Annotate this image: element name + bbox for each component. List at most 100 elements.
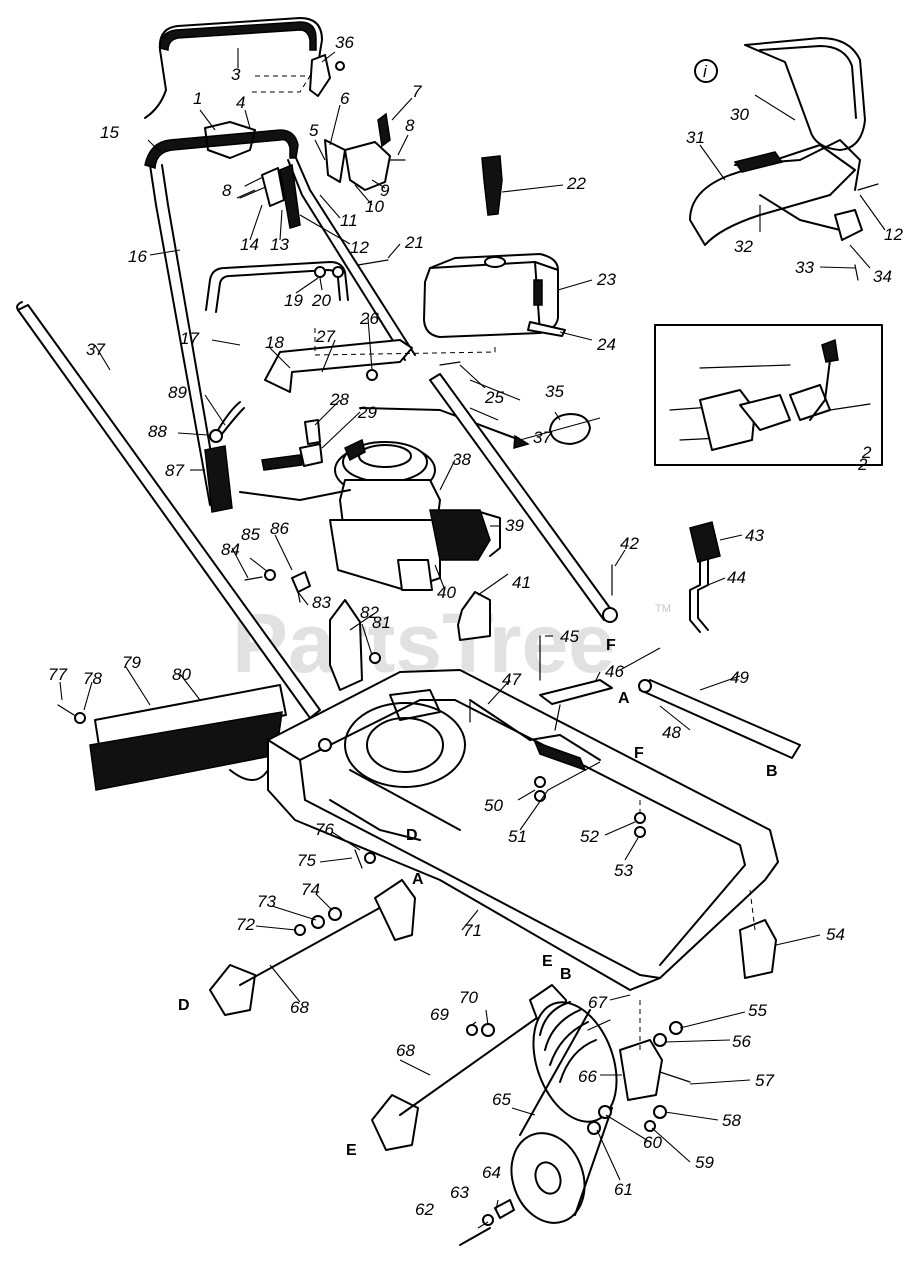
- upper-handle: [144, 17, 323, 119]
- cable-route: [250, 75, 496, 356]
- callout-72: 72: [236, 915, 255, 934]
- inset-grass-catcher: i: [689, 37, 879, 281]
- control-parts: [239, 54, 461, 381]
- bracket-41: [457, 591, 491, 641]
- engine: [239, 407, 530, 591]
- callout-79: 79: [122, 653, 141, 672]
- callout-3: 3: [231, 65, 241, 84]
- callout-37-left: 37: [86, 340, 105, 359]
- callout-31: 31: [686, 128, 705, 147]
- callout-64: 64: [482, 1163, 501, 1182]
- callout-75: 75: [297, 851, 316, 870]
- callout-55: 55: [748, 1001, 767, 1020]
- callout-23: 23: [596, 270, 616, 289]
- letter-a-axle: A: [618, 690, 630, 707]
- throttle-cable: [204, 401, 323, 513]
- callout-5: 5: [309, 121, 319, 140]
- callout-10: 10: [365, 197, 384, 216]
- callout-33: 33: [795, 258, 814, 277]
- callout-88: 88: [148, 422, 167, 441]
- letter-b-axle: B: [766, 763, 778, 780]
- air-filter-cover: [549, 413, 591, 445]
- callout-12-inset: 12: [884, 225, 903, 244]
- inset-2: 2: [654, 324, 883, 466]
- letter-e-deck: E: [542, 953, 553, 970]
- callout-68-upper: 68: [290, 998, 309, 1017]
- callout-54: 54: [826, 925, 845, 944]
- loose-hardware: [244, 564, 756, 1050]
- callout-36: 36: [335, 33, 354, 52]
- callout-27: 27: [315, 327, 335, 346]
- callout-69: 69: [430, 1005, 449, 1024]
- letter-f-deck: F: [634, 745, 644, 762]
- discharge-deflector: [57, 684, 287, 791]
- callout-62: 62: [415, 1200, 434, 1219]
- bracket-82: [329, 599, 363, 691]
- callout-46: 46: [605, 662, 624, 681]
- callout-2: 2: [857, 455, 868, 474]
- callout-39: 39: [505, 516, 524, 535]
- height-lever: [689, 521, 721, 633]
- callout-42: 42: [620, 534, 639, 553]
- callout-7: 7: [412, 82, 422, 101]
- callout-28: 28: [329, 390, 349, 409]
- callout-68-lower: 68: [396, 1041, 415, 1060]
- callout-40: 40: [437, 583, 456, 602]
- callout-17: 17: [180, 329, 199, 348]
- callout-13: 13: [270, 235, 289, 254]
- inset-2-marker: 2: [861, 443, 872, 462]
- callout-labels: 1 2 3 4 5 6 7 8 8 9 10 11 12 12 13 14 15…: [48, 33, 903, 1219]
- rear-wheel: [459, 1001, 618, 1246]
- callout-41: 41: [512, 573, 531, 592]
- callout-37-right: 37: [533, 428, 552, 447]
- callout-18: 18: [265, 333, 284, 352]
- callout-58: 58: [722, 1111, 741, 1130]
- callout-16: 16: [128, 247, 147, 266]
- callout-53: 53: [614, 861, 633, 880]
- callout-67: 67: [588, 993, 607, 1012]
- callout-4: 4: [236, 93, 245, 112]
- callout-19: 19: [284, 291, 303, 310]
- letter-b-deck: B: [560, 966, 572, 983]
- callout-45: 45: [560, 627, 579, 646]
- bracket-18: [264, 339, 413, 393]
- callout-15: 15: [100, 123, 119, 142]
- callout-89: 89: [168, 383, 187, 402]
- callout-80: 80: [172, 665, 191, 684]
- callout-21: 21: [404, 233, 424, 252]
- side-rails: [16, 301, 618, 719]
- axle-bar-49: [638, 679, 801, 759]
- callout-14: 14: [240, 235, 259, 254]
- mower-deck: [267, 669, 779, 991]
- callout-59: 59: [695, 1153, 714, 1172]
- callout-56: 56: [732, 1032, 751, 1051]
- callout-6: 6: [340, 89, 350, 108]
- callout-60: 60: [643, 1133, 662, 1152]
- letter-f-rail: F: [606, 637, 616, 654]
- callout-26: 26: [359, 309, 379, 328]
- callout-12: 12: [350, 238, 369, 257]
- callout-52: 52: [580, 827, 599, 846]
- callout-35: 35: [545, 382, 564, 401]
- callout-47: 47: [502, 670, 521, 689]
- callout-9: 9: [380, 181, 390, 200]
- callout-85: 85: [241, 525, 260, 544]
- callout-76: 76: [315, 820, 334, 839]
- callout-73: 73: [257, 892, 276, 911]
- callout-44: 44: [727, 568, 746, 587]
- height-adjuster: [587, 919, 777, 1135]
- callout-87: 87: [165, 461, 184, 480]
- callout-29: 29: [357, 403, 377, 422]
- callout-70: 70: [459, 988, 478, 1007]
- callout-66: 66: [578, 1067, 597, 1086]
- callout-71: 71: [463, 921, 482, 940]
- callout-61: 61: [614, 1180, 633, 1199]
- callout-34: 34: [873, 267, 892, 286]
- letter-a-deck: A: [412, 871, 424, 888]
- callout-24: 24: [596, 335, 616, 354]
- letter-e-axle: E: [346, 1142, 357, 1159]
- axle-68-upper: [209, 879, 416, 1016]
- callout-32: 32: [734, 237, 753, 256]
- callout-43: 43: [745, 526, 764, 545]
